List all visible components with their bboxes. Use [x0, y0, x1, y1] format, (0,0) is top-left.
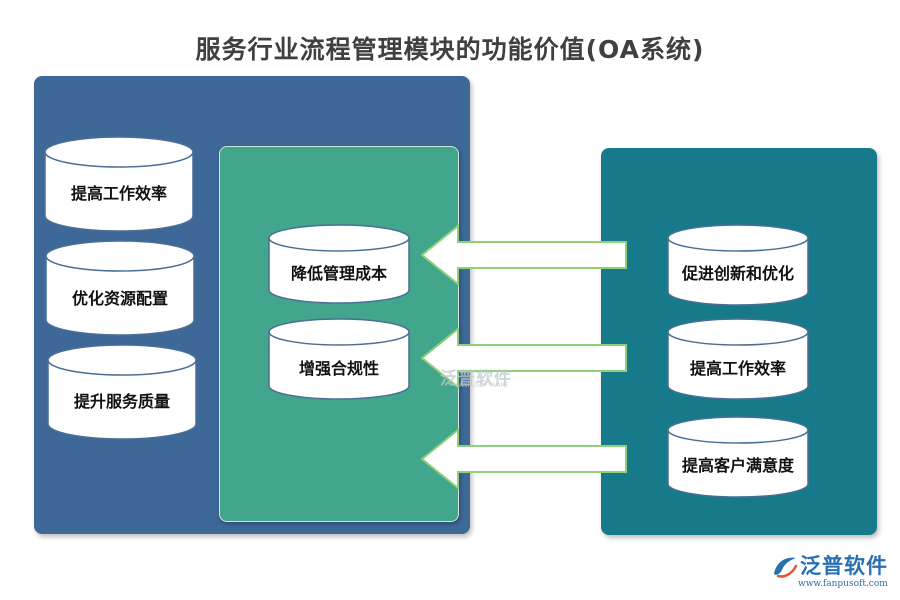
cylinder-shape [667, 318, 809, 400]
cylinder-right-1: 促进创新和优化 [667, 224, 809, 306]
cylinder-label: 提高客户满意度 [681, 456, 794, 475]
cylinder-shape [44, 136, 194, 232]
cylinder-shape [268, 318, 410, 400]
cylinder-label: 提高工作效率 [689, 359, 786, 378]
logo-icon [774, 557, 798, 578]
page-title: 服务行业流程管理模块的功能价值(OA系统) [195, 35, 705, 64]
arrow-left-3 [420, 428, 627, 490]
cylinder-left-1: 提高工作效率 [44, 136, 194, 232]
cylinder-left-2: 优化资源配置 [45, 240, 195, 336]
arrow-left-1 [420, 224, 627, 286]
cylinder-shape [268, 224, 410, 304]
cylinder-right-2: 提高工作效率 [667, 318, 809, 400]
cylinder-label: 促进创新和优化 [681, 264, 794, 283]
cylinder-right-3: 提高客户满意度 [667, 416, 809, 498]
logo-url: www.fanpusoft.com [798, 579, 888, 589]
cylinder-shape [667, 224, 809, 306]
cylinder-shape [45, 240, 195, 336]
watermark-text: 泛普软件 [440, 369, 512, 389]
watermark-subtext: FANPUSOFTWARE [456, 382, 509, 389]
cylinder-middle-1: 降低管理成本 [268, 224, 410, 304]
cylinder-shape [47, 344, 197, 440]
logo-name: 泛普软件 [800, 554, 888, 578]
cylinder-label: 优化资源配置 [71, 289, 168, 308]
cylinder-label: 降低管理成本 [290, 264, 387, 283]
cylinder-left-3: 提升服务质量 [47, 344, 197, 440]
cylinder-label: 增强合规性 [298, 359, 379, 378]
cylinder-shape [667, 416, 809, 498]
arrow-left-2 [420, 327, 627, 389]
cylinder-label: 提高工作效率 [70, 184, 167, 203]
cylinder-middle-2: 增强合规性 [268, 318, 410, 400]
cylinder-label: 提升服务质量 [73, 392, 170, 411]
